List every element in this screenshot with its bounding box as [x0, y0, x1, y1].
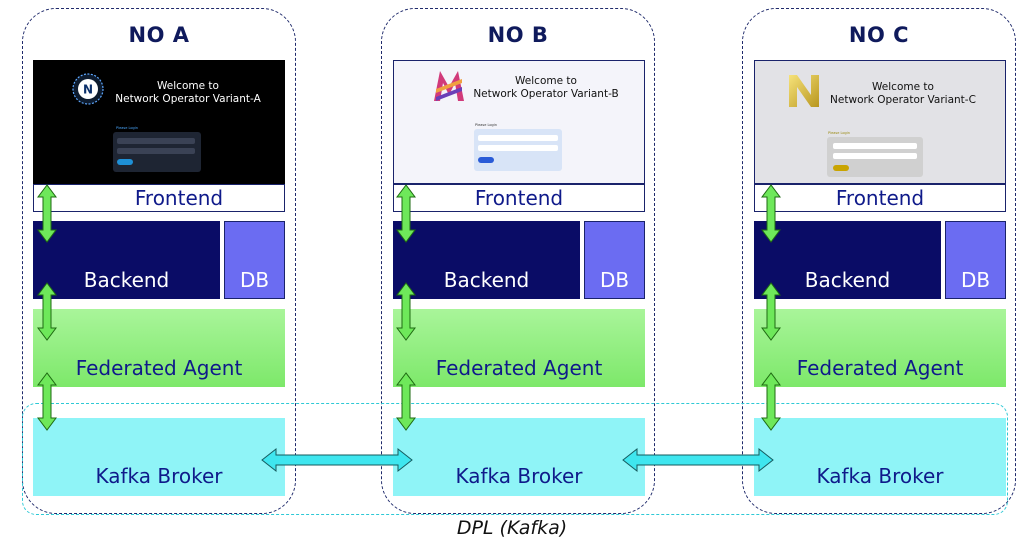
db-box-a: DB: [224, 221, 285, 299]
db-label: DB: [239, 268, 270, 292]
dpl-label: DPL (Kafka): [456, 517, 568, 539]
login-card: Please Login: [474, 123, 562, 171]
frontend-box-c: Frontend: [754, 184, 1006, 212]
login-title: Please Login: [116, 126, 138, 130]
login-card: Please Login: [113, 126, 201, 172]
welcome-line-2: Network Operator Variant-B: [473, 88, 619, 100]
welcome-line-1: Welcome to: [157, 80, 219, 92]
email-field[interactable]: [117, 138, 195, 144]
email-field[interactable]: [478, 135, 558, 141]
backend-label: Backend: [804, 268, 891, 292]
column-title: NO A: [128, 23, 190, 47]
kafka-broker-box-c: Kafka Broker: [754, 418, 1006, 496]
column-no-a: NO A: [22, 8, 296, 514]
frontend-label: Frontend: [835, 186, 925, 210]
db-box-c: DB: [945, 221, 1006, 299]
welcome-line-1: Welcome to: [515, 75, 577, 87]
kafka-broker-box-b: Kafka Broker: [393, 418, 645, 496]
login-title: Please Login: [475, 123, 497, 127]
welcome-line-2: Network Operator Variant-A: [115, 93, 261, 105]
column-no-c: NO C: [742, 8, 1016, 514]
arrow-agent-broker-b: [396, 372, 416, 431]
frontend-label: Frontend: [134, 186, 224, 210]
login-card: Please Login: [827, 131, 923, 177]
kafka-broker-label: Kafka Broker: [816, 464, 944, 488]
federated-agent-box-c: Federated Agent: [754, 309, 1006, 387]
frontend-box-a: Frontend: [33, 184, 285, 212]
kafka-broker-label: Kafka Broker: [95, 464, 223, 488]
dpl-kafka-frame: [22, 403, 1008, 515]
kafka-broker-box-a: Kafka Broker: [33, 418, 285, 496]
arrow-agent-broker-c: [761, 372, 781, 431]
column-title: NO B: [487, 23, 549, 47]
federated-agent-label: Federated Agent: [435, 356, 603, 380]
login-title: Please Login: [828, 131, 850, 135]
frontend-box-b: Frontend: [393, 184, 645, 212]
frontend-label: Frontend: [474, 186, 564, 210]
welcome-line-1: Welcome to: [872, 81, 934, 93]
frontend-screenshot-b: Welcome to Network Operator Variant-B Pl…: [393, 60, 645, 184]
arrow-backend-agent-c: [761, 282, 781, 341]
gold-n-logo-icon: [789, 75, 819, 107]
login-button[interactable]: [833, 165, 849, 171]
arrow-broker-a-b: [261, 447, 413, 473]
federated-agent-box-a: Federated Agent: [33, 309, 285, 387]
backend-label: Backend: [443, 268, 530, 292]
backend-box-c: Backend: [754, 221, 941, 299]
password-field[interactable]: [117, 148, 195, 154]
backend-box-a: Backend: [33, 221, 220, 299]
db-label: DB: [960, 268, 991, 292]
login-button[interactable]: [117, 159, 133, 165]
welcome-line-2: Network Operator Variant-C: [830, 94, 976, 106]
db-box-b: DB: [584, 221, 645, 299]
frontend-screenshot-a: N Welcome to Network Operator Variant-A …: [33, 60, 285, 184]
arrow-agent-broker-a: [37, 372, 57, 431]
backend-box-b: Backend: [393, 221, 580, 299]
globe-n-logo-icon: N: [72, 73, 104, 105]
arrow-frontend-backend-c: [761, 184, 781, 243]
frontend-screenshot-c: Welcome to Network Operator Variant-C Pl…: [754, 60, 1006, 184]
federated-agent-label: Federated Agent: [75, 356, 243, 380]
federated-agent-label: Federated Agent: [796, 356, 964, 380]
password-field[interactable]: [478, 145, 558, 151]
login-button[interactable]: [478, 157, 494, 163]
backend-label: Backend: [83, 268, 170, 292]
email-field[interactable]: [833, 143, 917, 149]
arrow-backend-agent-a: [37, 282, 57, 341]
striped-m-logo-icon: [434, 71, 464, 101]
arrow-broker-b-c: [622, 447, 774, 473]
password-field[interactable]: [833, 153, 917, 159]
arrow-frontend-backend-b: [396, 184, 416, 243]
kafka-broker-label: Kafka Broker: [455, 464, 583, 488]
federated-agent-box-b: Federated Agent: [393, 309, 645, 387]
svg-text:N: N: [83, 83, 93, 97]
arrow-backend-agent-b: [396, 282, 416, 341]
db-label: DB: [599, 268, 630, 292]
column-no-b: NO B: [381, 8, 655, 514]
column-title: NO C: [848, 23, 910, 47]
arrow-frontend-backend-a: [37, 184, 57, 243]
